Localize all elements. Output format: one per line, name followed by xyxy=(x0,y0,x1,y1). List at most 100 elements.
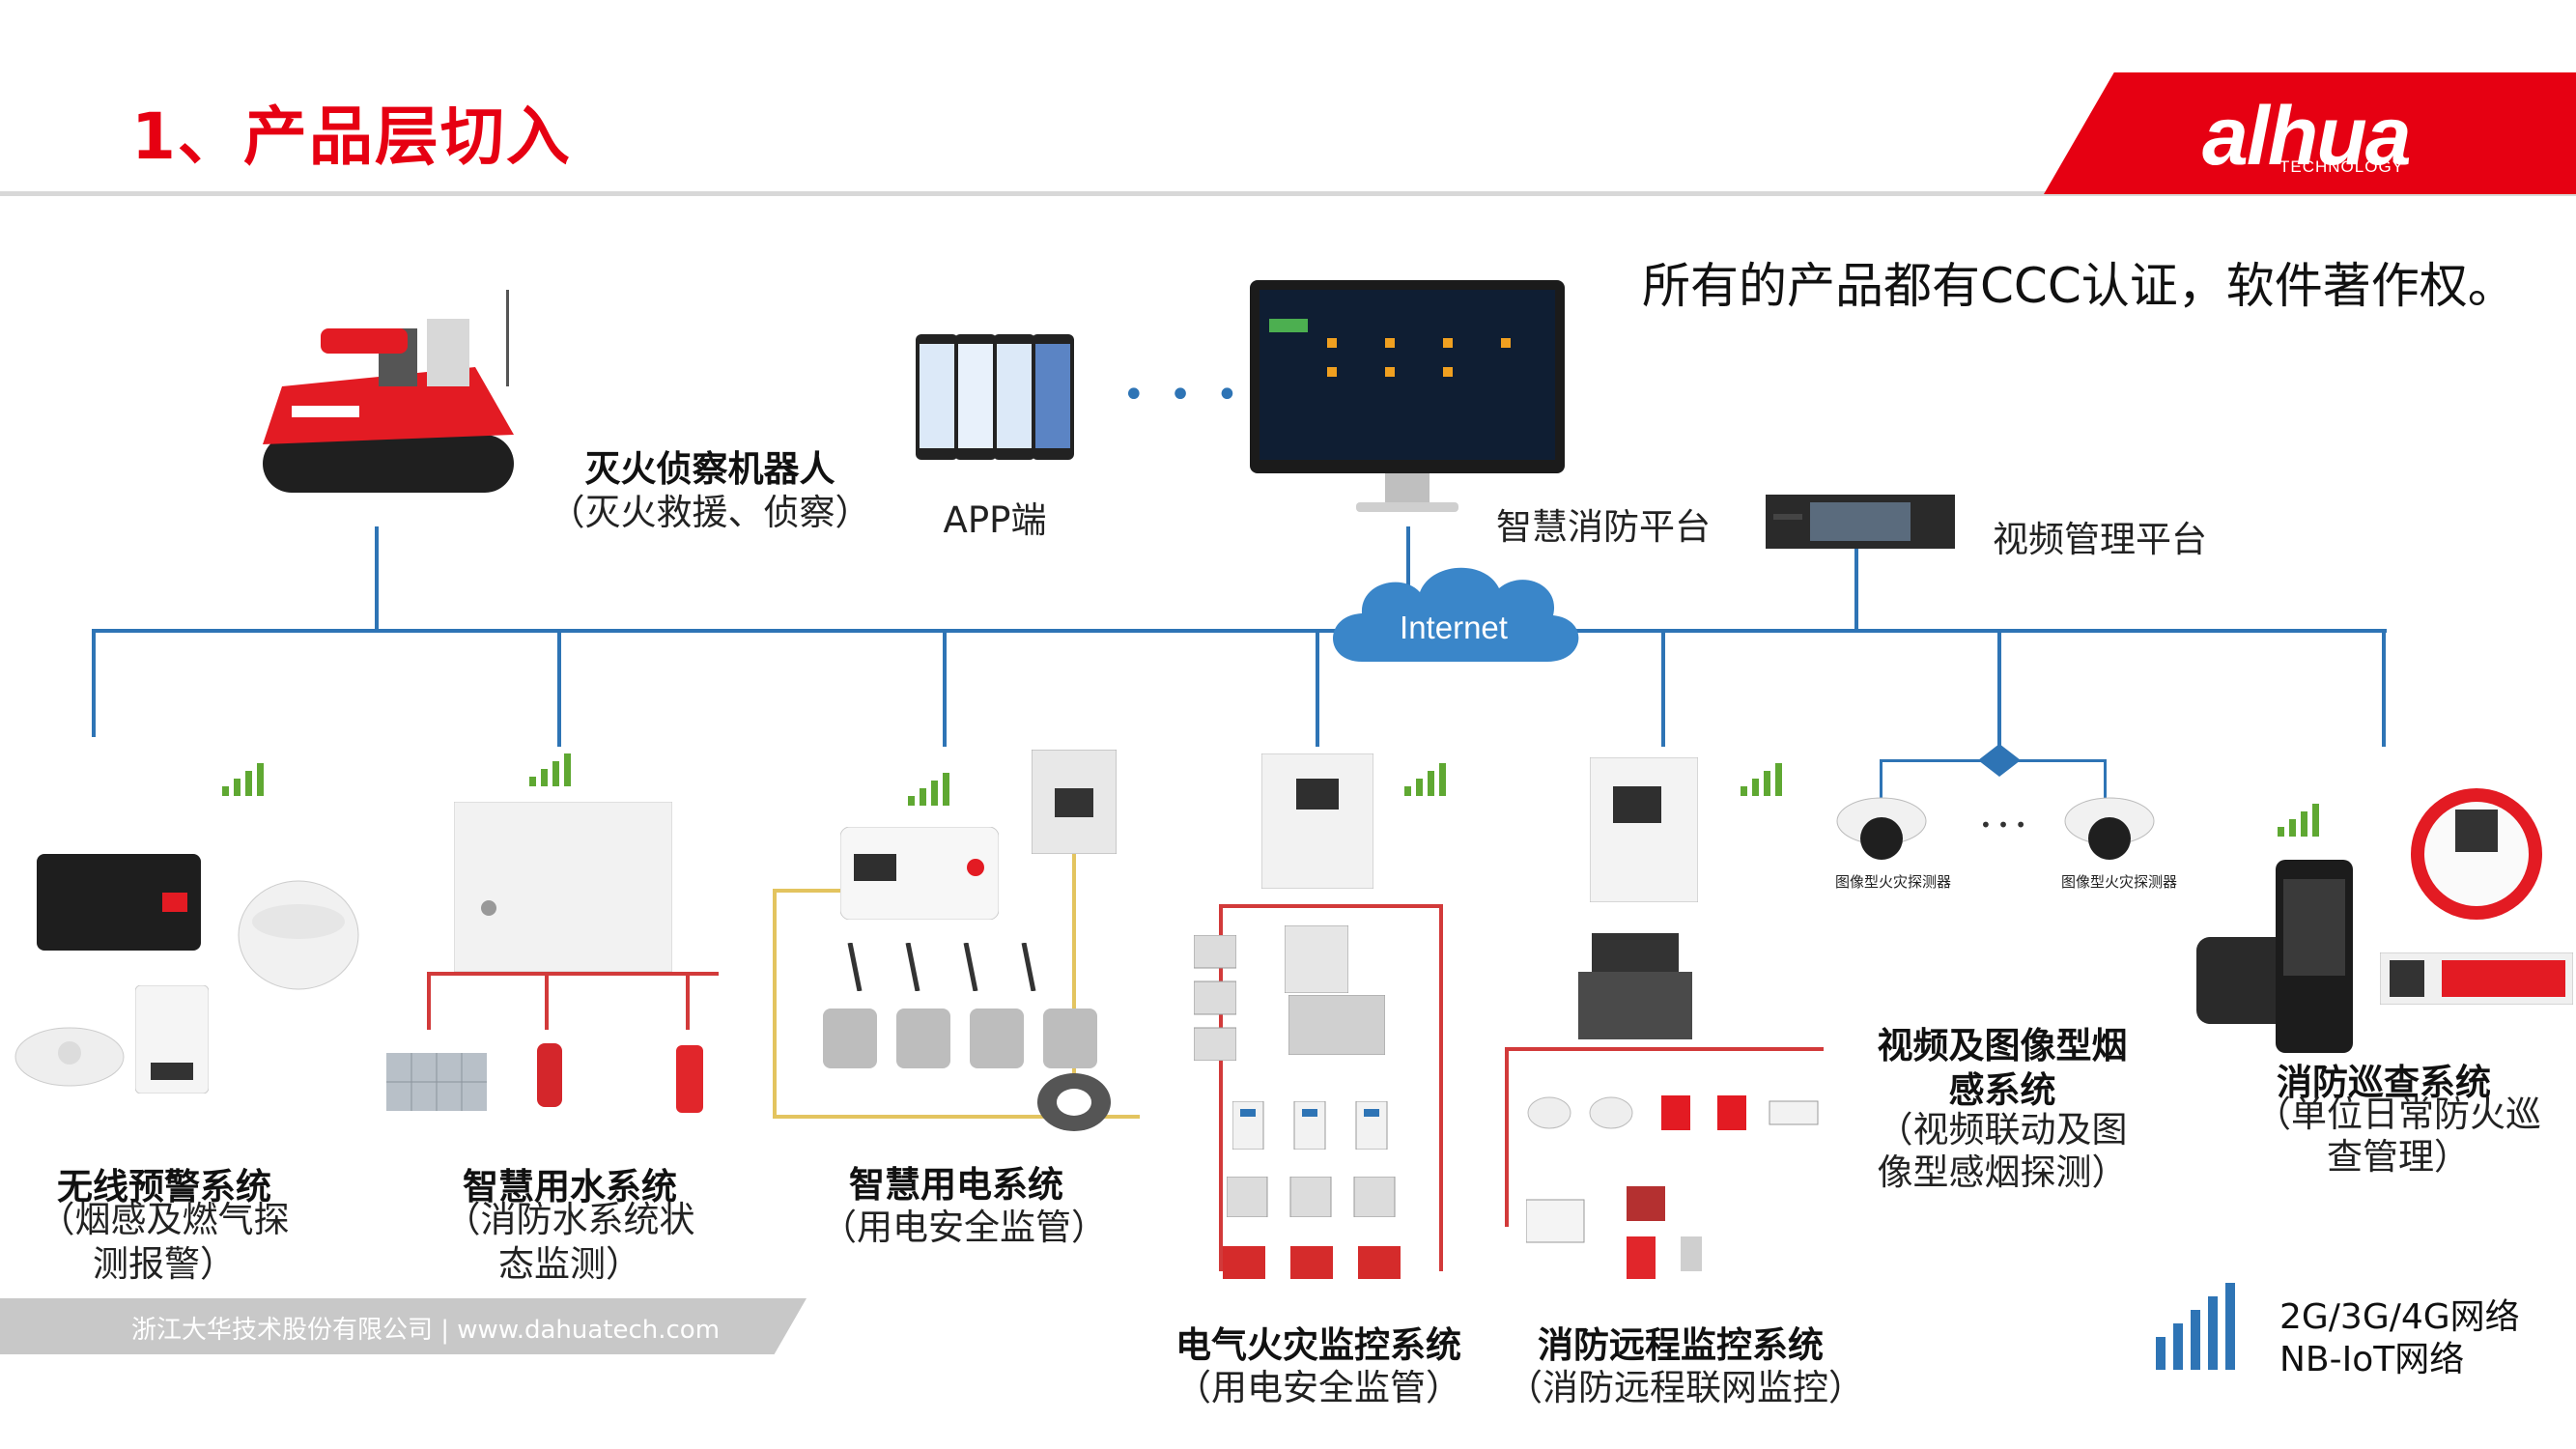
image-detector-image xyxy=(2063,792,2156,866)
robot-image xyxy=(253,290,533,512)
cable xyxy=(773,889,777,1117)
system-1-desc: （烟感及燃气探测报警） xyxy=(39,1199,290,1285)
cable xyxy=(1439,904,1443,1271)
internet-cloud: Internet xyxy=(1323,555,1584,668)
dahua-logo: alhua xyxy=(2202,90,2412,183)
system-5-name: 消防远程监控系统 xyxy=(1538,1324,1824,1366)
system-3-desc: （用电安全监管） xyxy=(821,1207,1107,1248)
drop-5 xyxy=(1661,629,1665,747)
certification-note: 所有的产品都有CCC认证，软件著作权。 xyxy=(1642,258,2516,314)
video-link xyxy=(1854,547,1858,632)
detector-link xyxy=(2104,759,2107,798)
page-title: 1、产品层切入 xyxy=(131,99,572,174)
cable xyxy=(773,889,840,893)
alarm-panel-image xyxy=(37,854,201,951)
drop-2 xyxy=(557,629,561,747)
gas-detector-icon xyxy=(134,984,210,1094)
sensor-leads-icon xyxy=(847,942,1036,992)
terminal-icon xyxy=(1223,1246,1401,1279)
detectors-row-image xyxy=(1231,1100,1406,1151)
robot-icon xyxy=(263,290,514,493)
tag-sticker-icon xyxy=(2379,952,2574,1006)
handheld-icon xyxy=(2196,860,2353,1053)
nvr-icon xyxy=(1766,495,1955,549)
drop-7 xyxy=(2382,629,2386,747)
cable xyxy=(545,972,549,1030)
current-transformers-image xyxy=(823,1009,1103,1068)
dome-camera-icon xyxy=(2064,797,2155,860)
fire-monitor-host-image xyxy=(1260,753,1374,890)
transformer-image xyxy=(1288,994,1386,1056)
ct-row-image xyxy=(1226,1176,1414,1218)
electric-monitor-icon xyxy=(839,826,1000,921)
alarm-devices-image xyxy=(1525,1186,1777,1279)
drop-4 xyxy=(1316,629,1319,747)
transformer-icon xyxy=(1288,994,1386,1056)
detector-icon xyxy=(238,880,359,990)
patrol-label-image xyxy=(2379,952,2574,1006)
logo-subtitle: TECHNOLOGY xyxy=(2279,157,2405,176)
field-devices-image xyxy=(1526,1092,1826,1134)
water-tank-image xyxy=(386,1053,487,1111)
cable xyxy=(1072,854,1076,1115)
breaker-icon xyxy=(1284,924,1349,994)
robot-name: 灭火侦察机器人 xyxy=(584,448,835,490)
network-line-1: 2G/3G/4G网络 xyxy=(2279,1297,2520,1337)
dots: • • • xyxy=(1980,813,2027,837)
phones-icon xyxy=(916,334,1074,460)
network-line-2: NB-IoT网络 xyxy=(2279,1340,2465,1379)
cable xyxy=(686,972,690,1030)
cable xyxy=(1505,1047,1509,1227)
system-5-desc: （消防远程联网监控） xyxy=(1507,1367,1864,1408)
console-image xyxy=(1578,933,1692,1039)
fire-alarm-host-image xyxy=(1589,756,1699,903)
robot-desc: （灭火救援、侦察） xyxy=(549,492,871,533)
patrol-terminal-image xyxy=(2196,860,2370,1053)
heat-detector-image xyxy=(14,1018,126,1090)
footer-text: 浙江大华技术股份有限公司 | www.dahuatech.com xyxy=(131,1316,721,1345)
detector-link xyxy=(1880,759,1882,798)
ct-row-icon xyxy=(1226,1176,1396,1218)
video-platform-label: 视频管理平台 xyxy=(1993,519,2207,560)
signal-bars-icon xyxy=(2156,1279,2252,1370)
bus-line xyxy=(92,629,2387,633)
breaker-image xyxy=(1284,924,1349,994)
system-4-desc: （用电安全监管） xyxy=(1175,1367,1461,1408)
signal-icon xyxy=(222,763,264,796)
breaker-image xyxy=(1031,749,1118,855)
electric-monitor-image xyxy=(839,826,1000,921)
system-6-desc: （视频联动及图像型感烟探测） xyxy=(1877,1109,2128,1193)
system-7-name: 消防巡查系统 xyxy=(2277,1062,2491,1103)
system-7-desc: （单位日常防火巡查管理） xyxy=(2255,1094,2541,1178)
alarm-host-icon xyxy=(1589,756,1699,903)
platform-label: 智慧消防平台 xyxy=(1496,506,1711,548)
detector-row-icon xyxy=(1231,1100,1388,1151)
header-divider xyxy=(0,191,2576,196)
cable xyxy=(427,972,431,1030)
ct-icon xyxy=(823,1009,1097,1068)
signal-icon xyxy=(2278,804,2319,837)
system-4-name: 电气火灾监控系统 xyxy=(1175,1324,1461,1366)
detector-label-2: 图像型火灾探测器 xyxy=(2061,873,2178,891)
pump-icon xyxy=(676,1045,703,1113)
signal-icon xyxy=(908,773,949,806)
sensor-leads-image xyxy=(831,942,1091,992)
detector-label-1: 图像型火灾探测器 xyxy=(1835,873,1952,891)
dome-camera-icon xyxy=(1836,797,1927,860)
monitor-image xyxy=(1250,280,1565,526)
heat-detector-icon xyxy=(14,1027,125,1087)
system-2-name: 智慧用水系统 xyxy=(463,1166,677,1208)
tank-icon xyxy=(386,1053,487,1111)
cabinet-icon xyxy=(453,801,673,973)
alarm-devices-icon xyxy=(1525,1186,1702,1279)
image-detector-image xyxy=(1835,792,1928,866)
ellipsis: • • • xyxy=(1122,373,1245,417)
red-terminals-image xyxy=(1223,1246,1416,1279)
valve-image xyxy=(529,1034,570,1117)
nvr-image xyxy=(1766,495,1955,549)
system-1-name: 无线预警系统 xyxy=(57,1166,271,1208)
signal-icon xyxy=(1741,763,1782,796)
footer-band xyxy=(0,1298,807,1354)
gas-detector-image xyxy=(134,984,210,1094)
water-cabinet-image xyxy=(453,801,673,973)
